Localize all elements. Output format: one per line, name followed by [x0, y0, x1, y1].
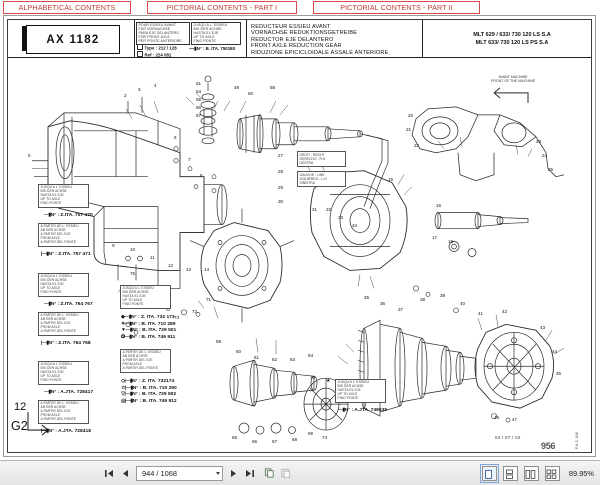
drawing-number: 956: [541, 441, 556, 451]
part-reference: |—▮N° : A.JTA. 728418: [41, 429, 91, 434]
part-reference: |—▮N° : Z.ITA. 757 471: [41, 252, 91, 257]
plate-code-text: AX 1182: [46, 33, 100, 46]
serial-line: BIS DER ACHSE: [193, 27, 222, 32]
title-fr: REDUCTEUR ESSIEU AVANT: [251, 24, 331, 30]
part-note-box: JUSQU'A L' ESSIEU BIS DER ACHSE HASTA EL…: [120, 285, 171, 309]
serial-limit-box: JUSQU'A L' ESSIEU BIS DER ACHSE HASTA EL…: [191, 22, 241, 45]
page-number-value: 944 / 1068: [142, 468, 177, 478]
single-page-view-icon[interactable]: [479, 463, 499, 483]
serial-line: JUSQU'A L' ESSIEU: [193, 23, 228, 27]
part-note-box: JUSQU'A L' ESSIEU BIS DER ACHSE HASTA EL…: [38, 273, 89, 297]
pdf-page: AX 1182 POUR ESSIEU AVANT FUR VORNACHSE …: [3, 15, 596, 457]
multi-reference-from-axle: ◇|—▮N° : Z. ITA. 732174 ☆|—▮N° : B. ITA.…: [121, 379, 177, 404]
first-page-icon[interactable]: [104, 468, 115, 479]
title-block-header: AX 1182 POUR ESSIEU AVANT FUR VORNACHSE …: [8, 20, 591, 58]
tab-alphabetical-contents[interactable]: ALPHABETICAL CONTENTS: [3, 1, 131, 14]
part-note-box: A PARTIR DE L' ESSIEU AB DER ACHSE A PAR…: [38, 223, 89, 247]
contents-tab-strip: ALPHABETICAL CONTENTS PICTORIAL CONTENTS…: [0, 0, 600, 14]
two-up-continuous-view-icon[interactable]: [544, 465, 560, 481]
part-reference: —▮N° : Z.ITA. 764 767: [44, 302, 93, 307]
direction-note-left: GAUCHE - LINK IZQUIERDO - L.H SINISTRA: [297, 171, 346, 187]
front-of-machine-label: AVANT MACHINE FRONT OF THE MACHINE: [491, 75, 535, 84]
continuous-view-icon[interactable]: [502, 465, 518, 481]
revision-date: 04 / 07 / 02: [495, 435, 521, 440]
zoom-level-value[interactable]: 89.95%: [568, 468, 594, 478]
technical-line-art: [8, 57, 591, 452]
part-reference: |—▮N° : Z.ITA. 764 768: [41, 341, 91, 346]
side-code: P.A.S. 846: [575, 432, 579, 449]
part-note-box: A PARTIR DE L' ESSIEU AB DER ACHSE A PAR…: [38, 312, 89, 336]
title-de: VORNACHSE REDUKTIONSGETREIBE: [251, 30, 358, 37]
tab-pictorial-contents-part-2[interactable]: PICTORIAL CONTENTS - PART II: [313, 1, 480, 14]
tab-pictorial-contents-part-1[interactable]: PICTORIAL CONTENTS - PART I: [147, 1, 297, 14]
continuation-arrow: [28, 412, 48, 435]
page-navigation-group: 944 / 1068: [104, 464, 291, 482]
applic-line: POUR ESSIEU AVANT: [138, 23, 177, 27]
part-reference: —▮N° : A.JTA. 748635: [338, 408, 388, 413]
part-note-box: A PARTIR DE L' ESSIEU AB DER ACHSE A PAR…: [120, 349, 171, 373]
sheet-title-group: REDUCTEUR ESSIEU AVANT VORNACHSE REDUKTI…: [251, 24, 389, 56]
plate-code-box: AX 1182: [26, 25, 120, 54]
applicability-box: POUR ESSIEU AVANT FUR VORNACHSE PARA EJE…: [136, 22, 190, 45]
title-es: REDUCTOR EJE DELANTERO: [251, 36, 334, 43]
sheet-section-number: 12: [14, 401, 27, 413]
serial-line: HASTA EL EJE: [193, 31, 219, 36]
checkbox-icon: [137, 44, 143, 50]
title-en: FRONT AXLE REDUCTION GEAR: [251, 43, 342, 50]
part-note-box: JUSQU'A L' ESSIEU BIS DER ACHSE HASTA EL…: [335, 379, 386, 403]
model-line-2: MLT 633/ 730 120 LS PS S.A: [475, 40, 549, 46]
applic-line: FOR FRONT AXLE: [138, 35, 170, 40]
type-line: Type : 212 / 128: [137, 44, 177, 51]
sheet-section-code: G2: [11, 419, 28, 433]
previous-page-icon[interactable]: [120, 468, 131, 479]
serial-ref-line: —▮N° : B. ITA. 750180: [189, 46, 236, 52]
applic-line: PER PONTE ANTERIORE: [138, 39, 182, 44]
chevron-down-icon[interactable]: [216, 471, 220, 475]
last-page-icon[interactable]: [244, 468, 255, 479]
two-up-view-icon[interactable]: [523, 465, 539, 481]
direction-note-right: DROIT - RECHT DERECHO - R.H DESTRA: [297, 151, 346, 167]
page-number-input[interactable]: 944 / 1068: [136, 465, 223, 481]
type-ref-group: Type : 212 / 128 Ref : 224 081: [137, 44, 177, 58]
multi-reference-up-to-axle: ◆—▮N° : Z. ITA. 732 173 ✶—▮N° : B. ITA. …: [121, 315, 177, 340]
view-mode-group: 89.95%: [479, 463, 594, 483]
viewer-toolbar: 944 / 1068: [0, 460, 600, 485]
ref-line: Ref : 224 081: [137, 50, 177, 58]
copy-icon[interactable]: [264, 468, 275, 479]
serial-line: FINO PONTE: [193, 39, 216, 44]
exploded-parts-drawing: AVANT MACHINE FRONT OF THE MACHINE DROIT…: [8, 57, 591, 452]
model-line-1: MLT 629 / 633/ 730 120 LS S.A: [473, 32, 551, 38]
model-list: MLT 629 / 633/ 730 120 LS S.A MLT 633/ 7…: [428, 31, 596, 47]
paste-icon[interactable]: [280, 468, 291, 479]
part-note-box: JUSQU'A L' ESSIEU BIS DER ACHSE HASTA EL…: [38, 184, 89, 208]
part-reference: —▮N° : A.JTA. 728417: [44, 390, 94, 395]
plate-code-bar: [22, 26, 26, 51]
serial-line: UP TO AXLE: [193, 35, 215, 40]
front-direction-arrow: [494, 88, 528, 103]
checkbox-icon: [137, 50, 143, 57]
applic-line: PARA EJE DELANTERO: [138, 31, 180, 36]
part-note-box: JUSQU'A L' ESSIEU BIS DER ACHSE HASTA EL…: [38, 361, 89, 385]
star-symbol-icon: ★: [326, 378, 331, 384]
part-reference: —▮N° : Z.ITA. 757 470: [44, 213, 93, 218]
applic-line: FUR VORNACHSE: [138, 27, 171, 32]
page-border: AX 1182 POUR ESSIEU AVANT FUR VORNACHSE …: [7, 19, 592, 453]
title-it: RIDUZIONE EPICICLOIDALE ASSALE ANTERIORE: [251, 49, 389, 56]
next-page-icon[interactable]: [228, 468, 239, 479]
part-note-box: A PARTIR DE L' ESSIEU AB DER ACHSE A PAR…: [38, 400, 89, 424]
